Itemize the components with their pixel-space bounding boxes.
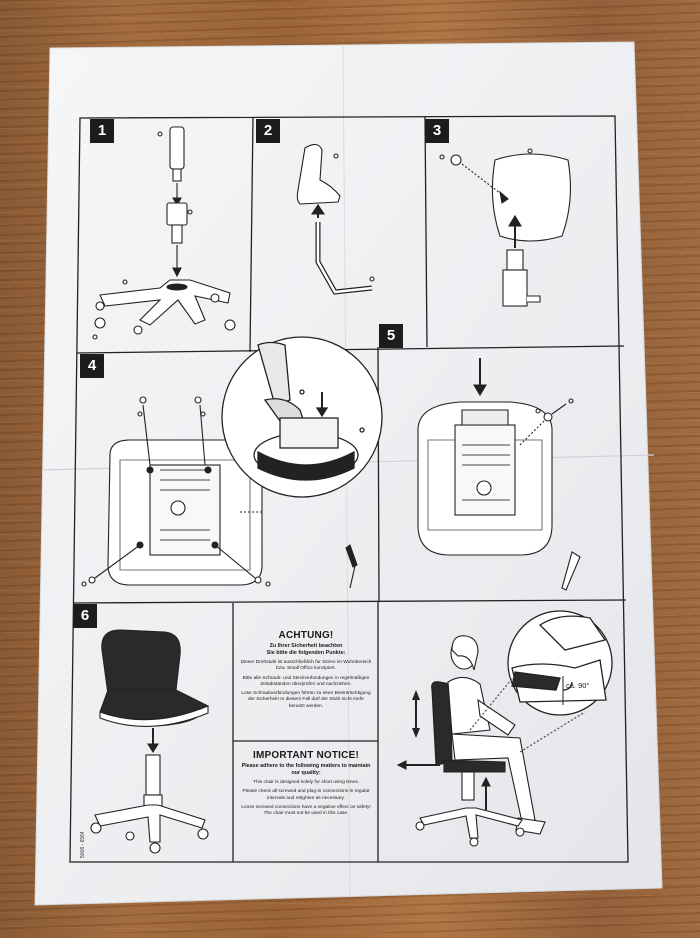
notice-german-paragraph: Bitte alle Schraub- und Steckverbindunge… [242, 675, 370, 687]
notice-english-subtitle: Please adhere to the following matters t… [241, 763, 371, 776]
step1-drawing [92, 126, 236, 340]
step-number-4: 4 [80, 354, 104, 378]
notice-english-paragraph: Please check all screwed and plug-in con… [242, 789, 370, 801]
angle-detail-circle [469, 610, 613, 753]
notice-german-title: ACHTUNG! [278, 630, 334, 641]
step-number-1: 1 [90, 119, 114, 143]
notice-english-title: IMPORTANT NOTICE! [253, 750, 359, 761]
step2-drawing [296, 143, 375, 295]
step-number-5: 5 [379, 324, 403, 348]
notice-german-subtitle: Sie bitte die folgenden Punkte: [266, 650, 346, 656]
step-number-6: 6 [73, 604, 97, 628]
notice-german-paragraph: Lose Schraubverbindungen führen zu einer… [241, 691, 371, 709]
step5-drawing [417, 358, 581, 591]
step-number-3: 3 [425, 119, 449, 143]
step-number-2: 2 [256, 119, 280, 143]
step4-drawing [81, 396, 358, 589]
notice-english-paragraph: This chair is designed solely for short … [253, 780, 359, 785]
notice-english: IMPORTANT NOTICE! Please adhere to the f… [240, 750, 372, 817]
notice-german: ACHTUNG! Zu Ihrer Sicherheit beachten Si… [240, 630, 372, 710]
seated-user-drawing [396, 635, 546, 847]
print-code: 5008 - 6584 [80, 831, 86, 858]
notice-english-paragraph: Loose screwed connections have a negativ… [241, 804, 371, 817]
step3-drawing [439, 148, 571, 307]
notice-german-subtitle: Zu Ihrer Sicherheit beachten [269, 643, 343, 649]
step4-detail-circle [221, 336, 383, 498]
step6-drawing [90, 629, 209, 854]
notice-german-paragraph: Dieser Drehstuhl ist ausschließlich für … [240, 660, 372, 672]
angle-label: ca. 90° [566, 681, 590, 690]
